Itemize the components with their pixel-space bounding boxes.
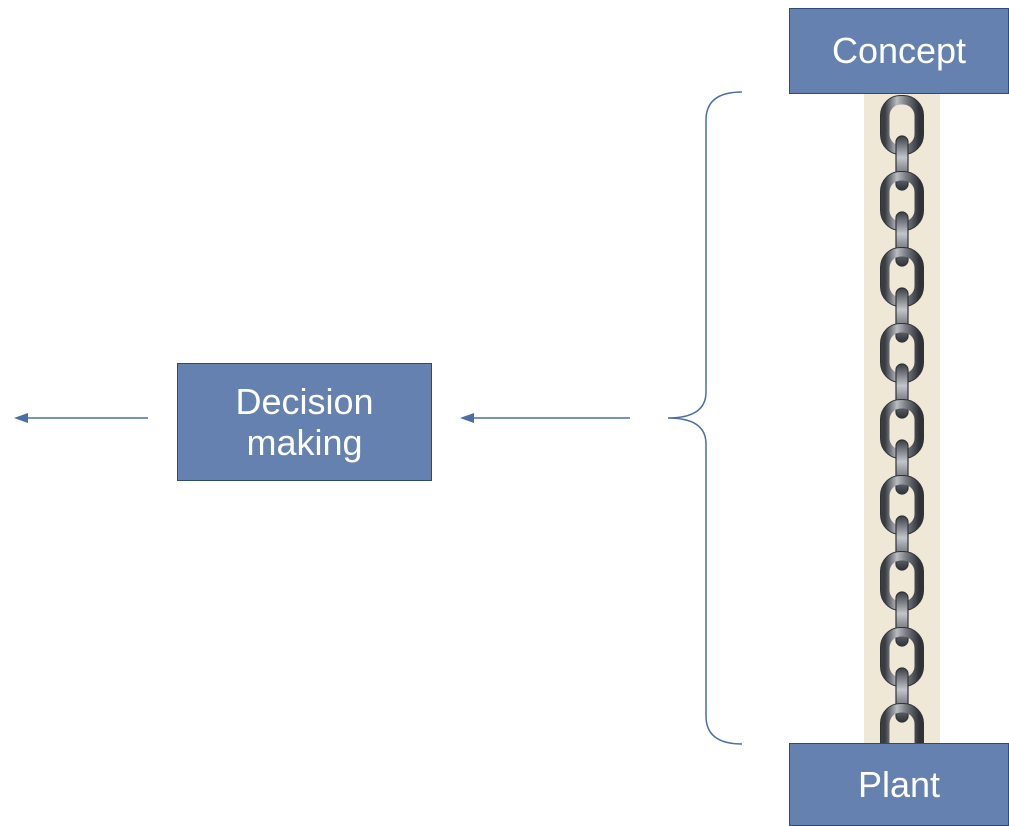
arrow-to-decision-head (460, 413, 474, 423)
chain-link (895, 439, 909, 495)
decision-making-box: Decision making (177, 363, 432, 481)
chain-link (895, 667, 909, 723)
concept-label: Concept (831, 30, 967, 72)
arrow-out-head (14, 413, 28, 423)
curly-brace (667, 91, 743, 745)
chain-illustration (880, 95, 924, 763)
decision-making-label: Decision making (235, 380, 374, 463)
chain-link (895, 211, 909, 267)
chain-link (895, 135, 909, 191)
plant-label: Plant (857, 763, 941, 805)
chain-link (895, 363, 909, 419)
chain-link (895, 591, 909, 647)
chain-link (895, 515, 909, 571)
concept-box: Concept (789, 8, 1009, 94)
plant-box: Plant (789, 743, 1009, 826)
chain-link (895, 287, 909, 343)
